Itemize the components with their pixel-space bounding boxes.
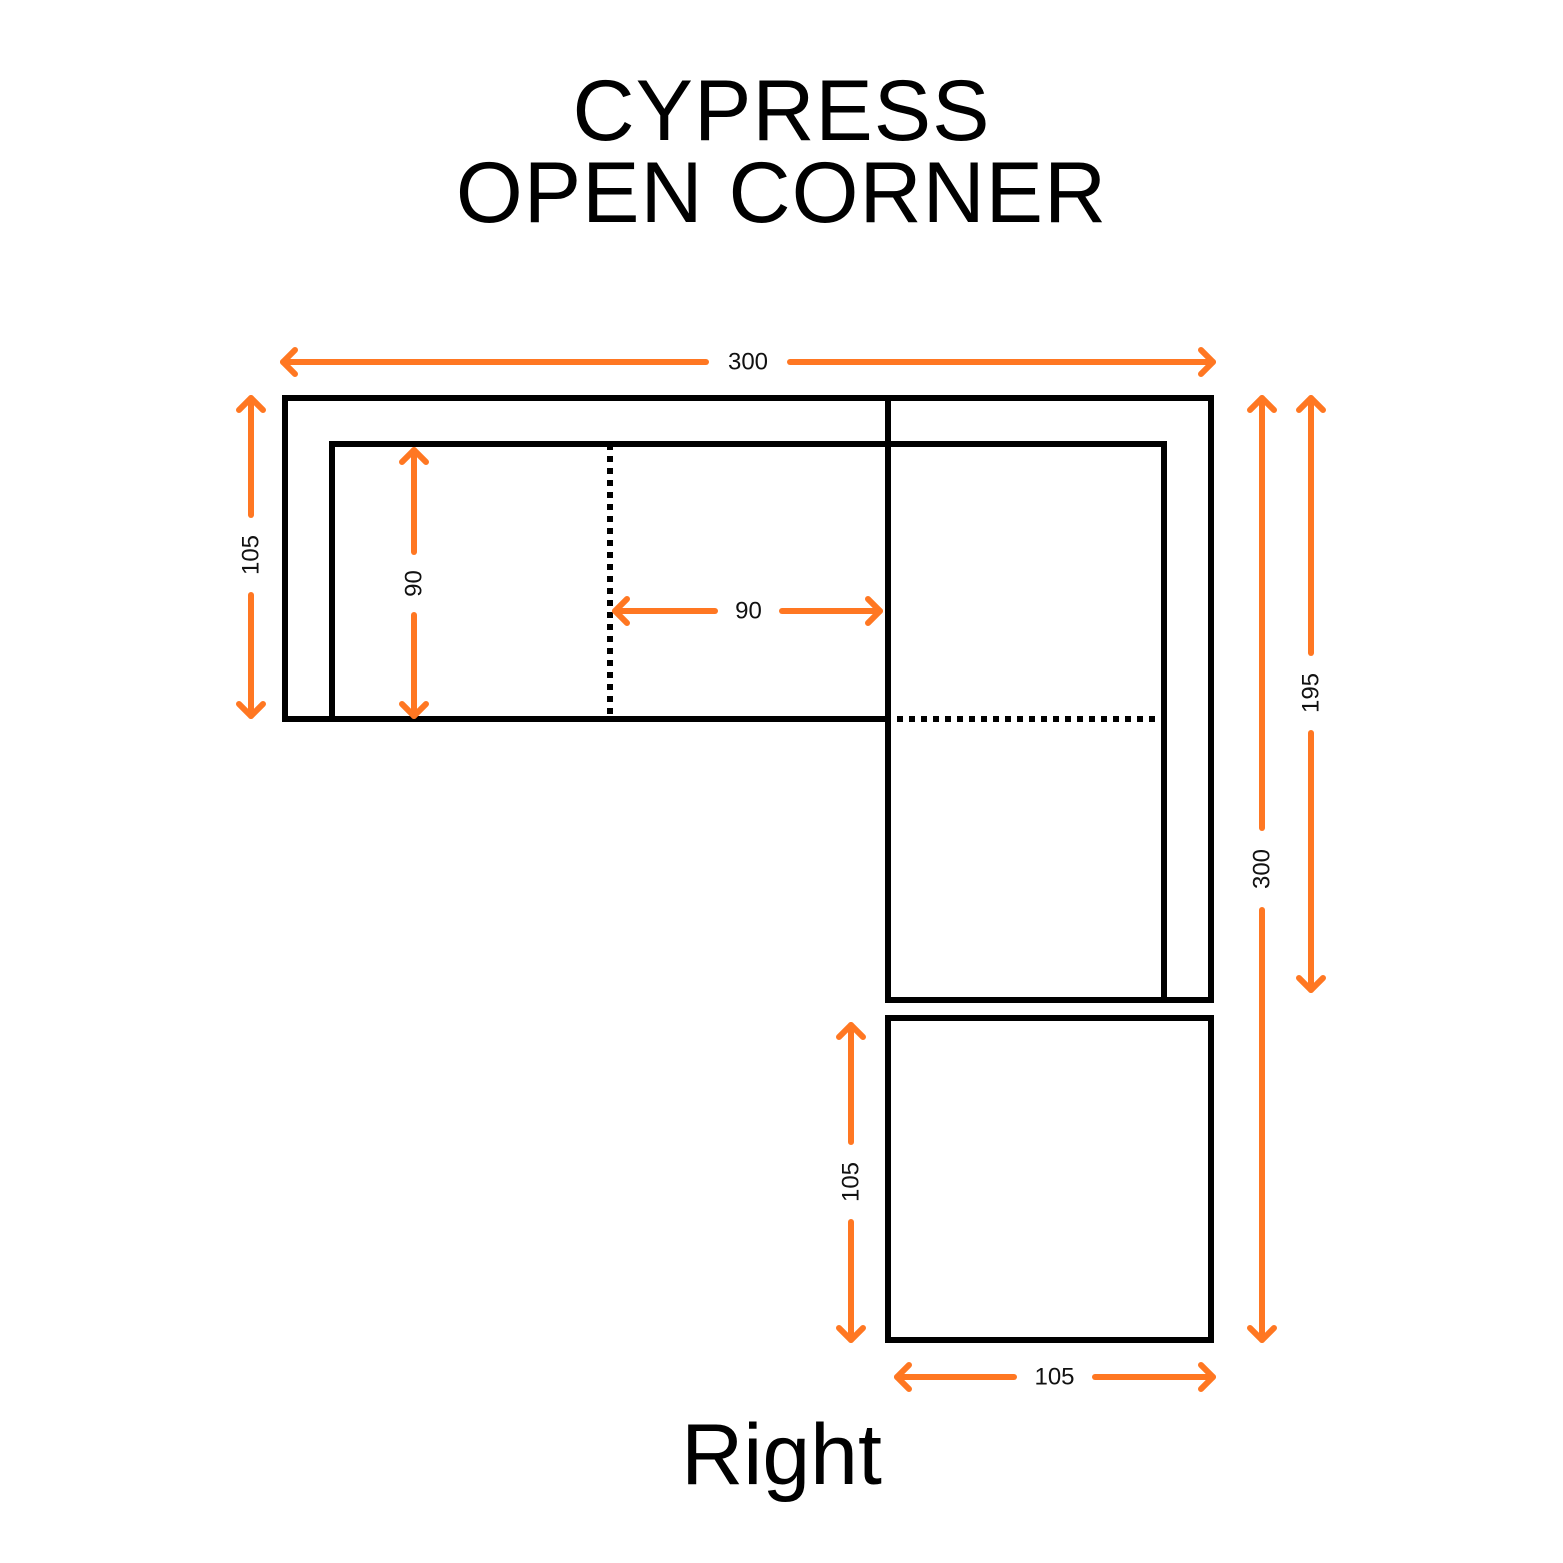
arrowhead-icon <box>1198 347 1216 377</box>
title-line-2: OPEN CORNER <box>455 145 1108 241</box>
dimension-label: 105 <box>1034 1364 1074 1391</box>
arrowhead-icon <box>894 1362 912 1392</box>
title-line-1: CYPRESS <box>572 63 991 159</box>
dimension-ottoman-width: 105 <box>894 1362 1216 1392</box>
dimension-label: 195 <box>1298 673 1325 713</box>
dimension-label: 90 <box>401 570 428 597</box>
arrowhead-icon <box>236 395 266 413</box>
dimension-label: 300 <box>1249 849 1276 889</box>
arrowhead-icon <box>836 1325 866 1343</box>
dimension-seat-width: 90 <box>612 596 883 626</box>
arrowhead-icon <box>1296 395 1326 413</box>
dimension-chaise-length: 195 <box>1296 395 1326 993</box>
dimension-ottoman-depth: 105 <box>836 1022 866 1343</box>
dimension-label: 90 <box>735 598 762 625</box>
dimension-overall-length: 300 <box>1247 395 1277 1343</box>
arrowhead-icon <box>612 596 630 626</box>
dimension-label: 105 <box>238 535 265 575</box>
variant-label: Right <box>681 1407 882 1503</box>
arrowhead-icon <box>399 701 429 719</box>
arrowhead-icon <box>236 701 266 719</box>
arrowhead-icon <box>1296 975 1326 993</box>
dimension-left-depth: 105 <box>236 395 266 719</box>
arrowhead-icon <box>1198 1362 1216 1392</box>
arrowhead-icon <box>865 596 883 626</box>
dimension-label: 105 <box>838 1162 865 1202</box>
arrowhead-icon <box>399 447 429 465</box>
ottoman <box>885 1015 1214 1343</box>
dimension-left-seat-depth: 90 <box>399 447 429 719</box>
arrowhead-icon <box>1247 395 1277 413</box>
dimension-overall-width: 300 <box>280 347 1216 377</box>
arrowhead-icon <box>1247 1325 1277 1343</box>
dimension-label: 300 <box>728 349 768 376</box>
arrowhead-icon <box>280 347 298 377</box>
arrowhead-icon <box>836 1022 866 1040</box>
sofa-outer-outline <box>282 395 1214 1003</box>
backrest-inner-line <box>329 441 1167 1000</box>
